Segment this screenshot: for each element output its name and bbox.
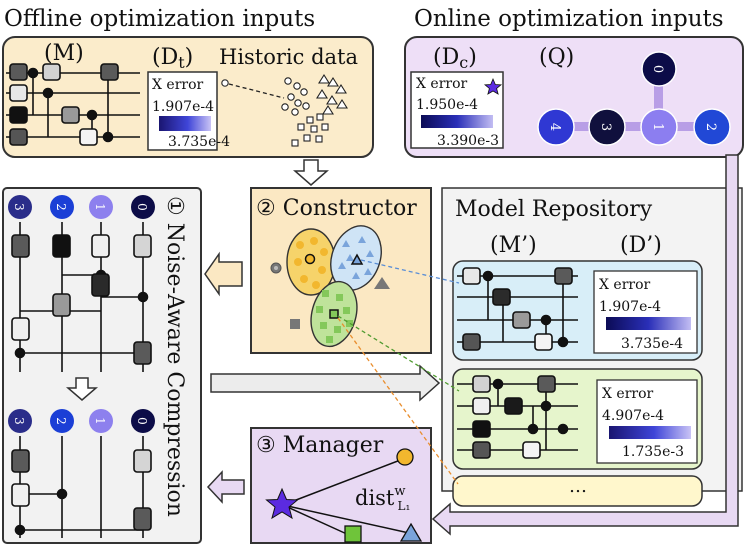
star-icon (265, 487, 299, 520)
qubit-node-3 (588, 108, 626, 146)
repository-more: … (569, 476, 587, 497)
qubit-label-4: 4 (547, 123, 562, 131)
repository-card-1: X error 1.907e-4 3.735e-4 (452, 260, 703, 361)
bottom-qubit-label: 3 (12, 417, 26, 425)
right-arrow-icon (210, 364, 441, 402)
compression-panel: ① Noise-Aware Compression 3 2 1 0 (2, 187, 202, 544)
online-title: Online optimization inputs (414, 6, 724, 32)
online-to-manager-arrow (431, 154, 739, 536)
top-qubit-label: 1 (93, 203, 107, 211)
circle-marker (396, 448, 414, 466)
online-xerror-min: 1.950e-4 (416, 97, 478, 113)
historic-data-scatter (281, 73, 348, 147)
left-arrow-icon (204, 251, 243, 297)
offline-title: Offline optimization inputs (4, 6, 315, 32)
qubit-node-0 (641, 51, 677, 87)
constructor-title: ② Constructor (256, 196, 417, 221)
repository-title: Model Repository (455, 197, 653, 222)
dt-label: (Dt) (152, 45, 193, 72)
q-label: (Q) (539, 45, 574, 70)
card1-xerror-max: 3.735e-4 (621, 336, 683, 352)
qubit-label-2: 2 (703, 123, 718, 131)
bottom-qubit-label: 1 (93, 417, 107, 425)
repository-card-2: X error 4.907e-4 1.735e-3 (452, 368, 703, 470)
constructor-panel: ② Constructor (250, 187, 432, 354)
offline-xerror-title: X error (152, 77, 204, 93)
manager-arrow-icon (206, 470, 245, 504)
online-panel: (Dc) (Q) X error 1.950e-4 3.390e-3 0 4 3… (404, 36, 744, 158)
repository-m-column: (M’) (490, 233, 537, 258)
bottom-qubit-label: 0 (135, 417, 149, 425)
qubit-node-2 (693, 108, 731, 146)
offline-panel: (M) (Dt) Historic data (2, 36, 374, 158)
online-xerror-max: 3.390e-3 (437, 133, 499, 149)
offline-xerror-legend: X error 1.907e-4 3.735e-4 (147, 71, 230, 151)
card2-xerror-min: 4.907e-4 (602, 408, 664, 424)
repository-d-column: (D’) (620, 233, 662, 258)
star-icon (483, 77, 503, 95)
m-label: (M) (44, 41, 84, 66)
top-qubit-label: 3 (12, 203, 26, 211)
card2-xerror-max: 1.735e-3 (622, 444, 684, 460)
top-qubit-label: 2 (54, 203, 68, 211)
dc-label: (Dc) (433, 45, 477, 72)
compression-circuit-top (11, 222, 152, 372)
manager-title: ③ Manager (256, 433, 384, 458)
qubit-topology: 0 4 3 1 2 (537, 51, 731, 146)
online-xerror-legend: X error 1.950e-4 3.390e-3 (410, 71, 504, 149)
historic-data-label: Historic data (219, 45, 358, 69)
compress-arrow-icon (65, 377, 99, 401)
qubit-label-3: 3 (598, 123, 613, 131)
top-qubit-label: 0 (135, 203, 149, 211)
compression-circuit-bottom (11, 436, 152, 538)
card2-xerror-title: X error (602, 386, 654, 402)
qubit-label-1: 1 (650, 123, 665, 131)
card1-xerror-title: X error (599, 277, 651, 293)
repository-card-more (452, 475, 703, 507)
qubit-node-4 (537, 108, 575, 146)
triangle-marker (399, 522, 423, 542)
offline-xerror-max: 3.735e-4 (168, 134, 230, 150)
bottom-qubit-label: 2 (54, 417, 68, 425)
square-marker (344, 525, 362, 543)
card1-xerror-min: 1.907e-4 (599, 299, 661, 315)
compression-title: ① Noise-Aware Compression (162, 196, 187, 517)
offline-circuit (6, 63, 140, 146)
down-arrow-icon (293, 159, 329, 186)
model-repository: Model Repository (M’) (D’) (441, 187, 743, 507)
qubit-label-0: 0 (650, 65, 665, 73)
offline-xerror-min: 1.907e-4 (152, 99, 214, 115)
qubit-node-1 (640, 108, 678, 146)
online-xerror-title: X error (416, 76, 468, 92)
